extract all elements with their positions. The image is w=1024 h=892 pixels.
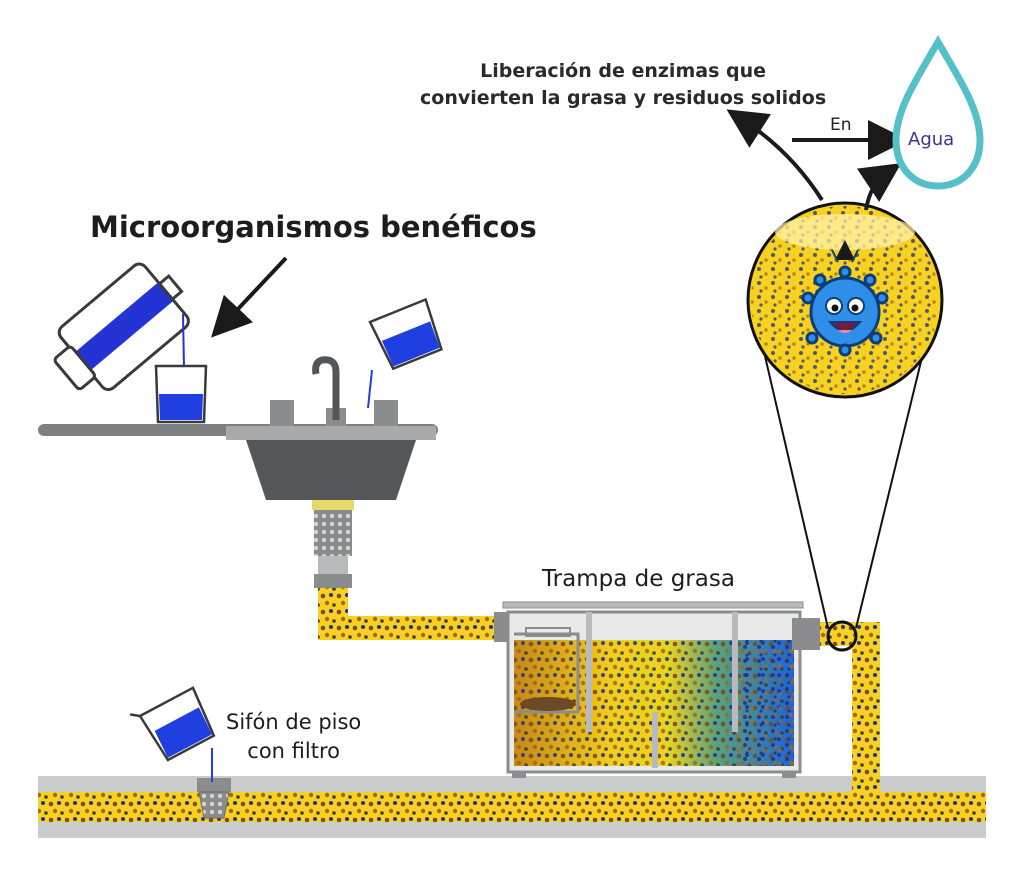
water-label: Agua <box>908 129 955 150</box>
enzyme-arrows <box>211 109 908 338</box>
sink-stream <box>367 369 373 409</box>
microorganisms-title: Microorganismos benéficos <box>90 210 537 244</box>
enzyme-caption-line1: Liberación de enzimas que <box>480 60 767 82</box>
sink <box>226 356 436 500</box>
water-drop-icon <box>892 35 984 190</box>
magnifier-focus <box>826 620 858 652</box>
sink-drain-filter <box>312 500 354 588</box>
floor-beaker-icon <box>129 686 216 762</box>
inlet-pipe <box>318 588 516 642</box>
outlet-pipe <box>792 618 880 794</box>
floor-drain-label-line1: Sifón de piso <box>226 710 362 734</box>
counter-beaker-icon <box>154 364 208 424</box>
grease-trap-label: Trampa de grasa <box>542 566 735 592</box>
en-label: En <box>830 115 852 135</box>
floor-drain <box>197 778 231 819</box>
jug-stream <box>182 313 185 369</box>
floor-drain-label-line2: con filtro <box>247 739 340 763</box>
grease-trap <box>502 601 804 778</box>
magnified-view <box>746 201 944 399</box>
jug-icon <box>53 262 190 392</box>
microbe-icon <box>801 240 889 357</box>
sink-beaker-icon <box>368 297 443 371</box>
floor <box>38 776 986 838</box>
floor-drain-label: Sifón de piso con filtro <box>226 708 361 766</box>
enzyme-caption: Liberación de enzimas que convierten la … <box>420 58 826 112</box>
enzyme-caption-line2: convierten la grasa y residuos solidos <box>420 87 827 109</box>
